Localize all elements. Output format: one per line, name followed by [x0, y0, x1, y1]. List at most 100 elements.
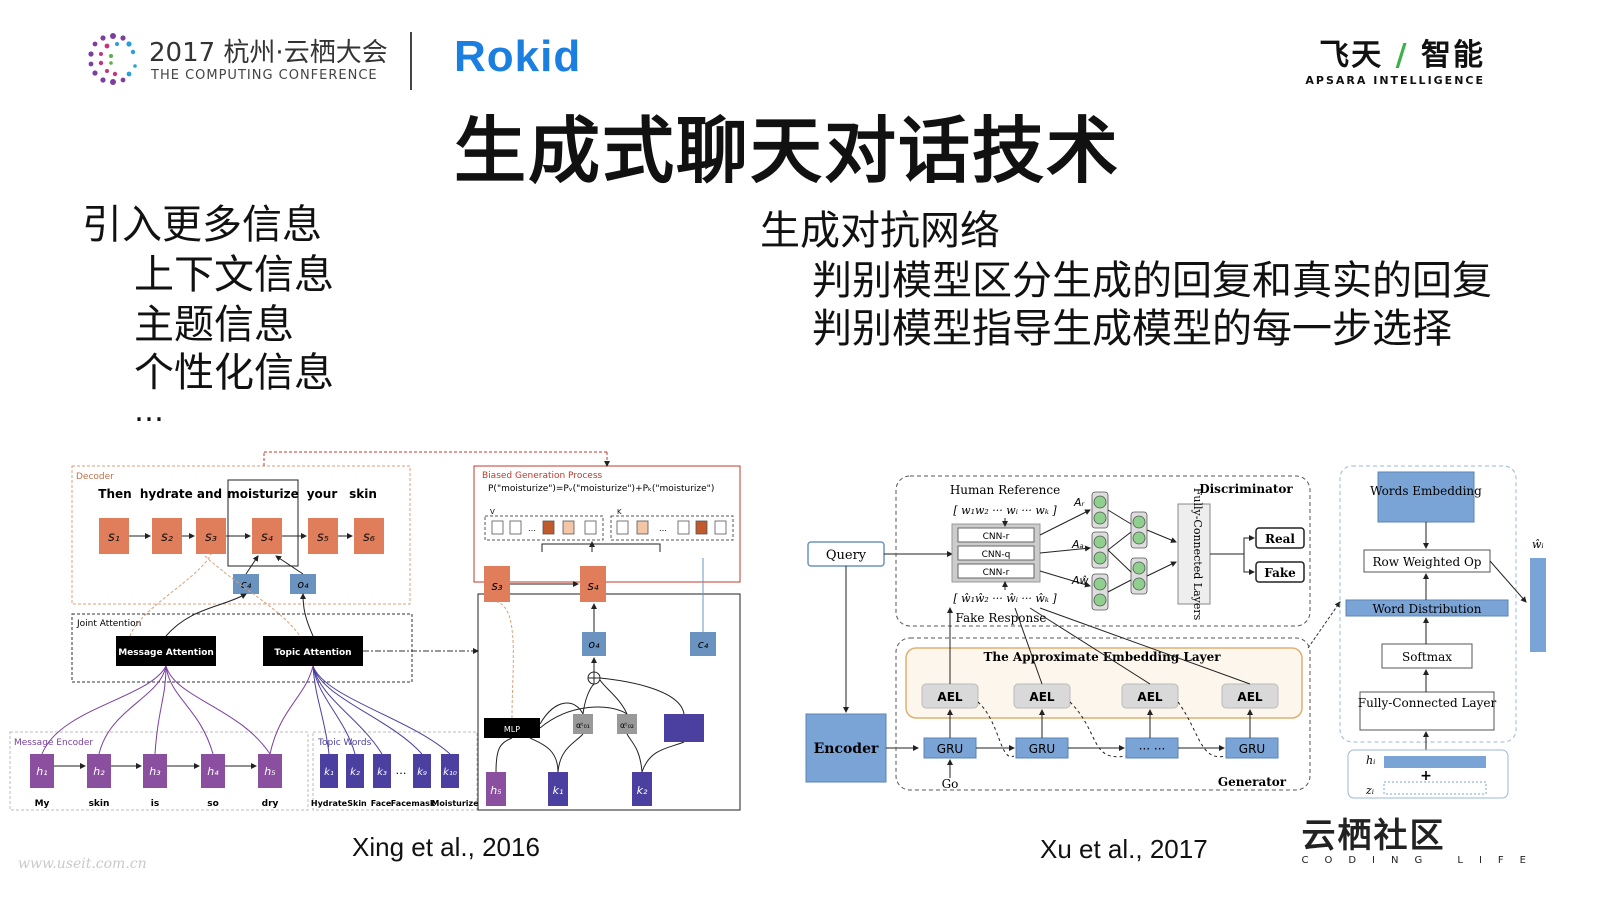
detail-k2	[632, 772, 652, 806]
left-item: …	[134, 394, 164, 429]
topic-word: Face	[371, 799, 392, 808]
cnn-label: CNN-r	[983, 532, 1010, 542]
topic-state	[373, 754, 391, 788]
decoder-state	[152, 518, 182, 554]
header-divider	[410, 32, 412, 90]
left-heading: 引入更多信息	[82, 202, 322, 248]
h-label: h₂	[93, 765, 105, 778]
message-word: My	[35, 799, 50, 809]
topic-attention-label: Topic Attention	[274, 648, 351, 658]
h-label: h₃	[149, 765, 161, 778]
decoder-word: skin	[349, 487, 377, 501]
right-item: 判别模型指导生成模型的每一步选择	[812, 306, 1452, 352]
fake-response-label: Fake Response	[955, 611, 1046, 625]
go-label: Go	[942, 777, 959, 791]
decoder-state	[308, 518, 338, 554]
encoder-state	[30, 754, 54, 788]
decoder-word: hydrate and	[140, 487, 222, 501]
vocab-ellipsis: …	[659, 524, 667, 533]
s-label: s₂	[161, 530, 173, 545]
detail-k1-label: k₁	[553, 784, 564, 797]
decoder-state	[354, 518, 384, 554]
a-label: Aₐ	[1071, 538, 1084, 551]
conference-title: 2017 杭州·云栖大会	[149, 38, 388, 68]
message-word: dry	[262, 799, 279, 809]
o-label: o₄	[297, 578, 309, 591]
vocab-v-frame	[484, 515, 604, 541]
topic-attention-box	[263, 636, 363, 666]
context-vector	[233, 574, 259, 594]
k-label: k₁₀	[443, 767, 457, 778]
fake-box	[1255, 561, 1305, 583]
brand-logo: Rokid	[454, 32, 582, 81]
ael-detail-frame	[1339, 465, 1517, 743]
s-label: s₄	[261, 530, 274, 545]
zi-label: zᵢ	[1365, 784, 1374, 797]
detail-o4-label: o₄	[588, 638, 600, 651]
message-attention-box	[116, 636, 216, 666]
fc-layers-label: Fully-Connected Layers	[1191, 488, 1204, 621]
attention-out-box	[664, 714, 704, 742]
biased-label: Biased Generation Process	[482, 471, 603, 481]
human-seq: [ w₁w₂ ··· wᵢ ··· wₖ ]	[953, 504, 1057, 517]
h-label: h₁	[36, 765, 47, 778]
left-item: 主题信息	[134, 302, 294, 348]
message-word: is	[151, 799, 159, 809]
discriminator-frame	[895, 475, 1311, 627]
slide-title: 生成式聊天对话技术	[454, 109, 1121, 193]
apsara-logo-sub: APSARA INTELLIGENCE	[1305, 74, 1485, 87]
zi-bar	[1383, 781, 1487, 795]
alpha-box	[573, 714, 593, 734]
detail-c4	[690, 632, 716, 656]
human-reference-label: Human Reference	[950, 483, 1060, 497]
message-encoder-label: Message Encoder	[14, 738, 93, 748]
topic-words-label: Topic Words	[317, 738, 372, 748]
yunqi-logo: 云栖社区 CODING LIFE	[1301, 808, 1542, 866]
h-label: h₄	[207, 765, 219, 778]
s-label: s₅	[317, 530, 329, 545]
topic-state	[346, 754, 364, 788]
h-label: h₅	[264, 765, 275, 778]
detail-c4-label: c₄	[698, 638, 709, 651]
fake-seq: [ ŵ₁ŵ₂ ··· ŵᵢ ··· ŵₖ ]	[953, 592, 1057, 605]
plus-icon: +	[1420, 768, 1432, 784]
caption-xing: Xing et al., 2016	[352, 832, 540, 862]
hi-bar	[1384, 756, 1486, 768]
decoder-word: moisturize	[227, 487, 298, 501]
detail-k2-label: k₂	[637, 784, 648, 797]
conference-subtitle: THE COMPUTING CONFERENCE	[151, 68, 378, 83]
k-vocab-label: K	[617, 508, 622, 516]
encoder-state	[87, 754, 111, 788]
encoder-state	[201, 754, 225, 788]
ael-label: AEL	[1237, 690, 1262, 704]
apsara-logo-left: 飞天	[1319, 38, 1384, 73]
gru-dots: ··· ···	[1139, 742, 1166, 756]
slash-icon: /	[1383, 38, 1421, 73]
topic-vector	[290, 574, 316, 594]
decoder-word: Then	[98, 487, 131, 501]
query-label: Query	[826, 548, 867, 563]
softmax-box	[1381, 643, 1473, 669]
mlp-label: MLP	[504, 725, 520, 734]
softmax-label: Softmax	[1402, 650, 1452, 664]
a-label: Aᵣ	[1073, 496, 1086, 509]
c-label: c₄	[241, 578, 252, 591]
w-hat-label: ŵᵢ	[1532, 538, 1544, 551]
yunqi-logo-main: 云栖社区	[1301, 816, 1446, 856]
decoder-label: Decoder	[76, 472, 114, 482]
topic-state	[413, 754, 431, 788]
apsara-logo-right: 智能	[1421, 38, 1485, 73]
cnn-label: CNN-q	[982, 550, 1011, 560]
s-label: s₃	[205, 530, 217, 545]
vocab-k-frame	[610, 515, 734, 541]
joint-attention-label: Joint Attention	[76, 619, 141, 629]
message-word: so	[207, 799, 219, 809]
yunqi-logo-sub: CODING LIFE	[1301, 855, 1542, 866]
topic-word: Facemask	[391, 799, 436, 808]
decoder-state	[196, 518, 226, 554]
gru-label: GRU	[937, 742, 963, 756]
mlp-box	[484, 718, 540, 738]
real-label: Real	[1265, 532, 1295, 546]
caption-xu: Xu et al., 2017	[1040, 834, 1208, 864]
k-label: k₂	[350, 767, 360, 778]
